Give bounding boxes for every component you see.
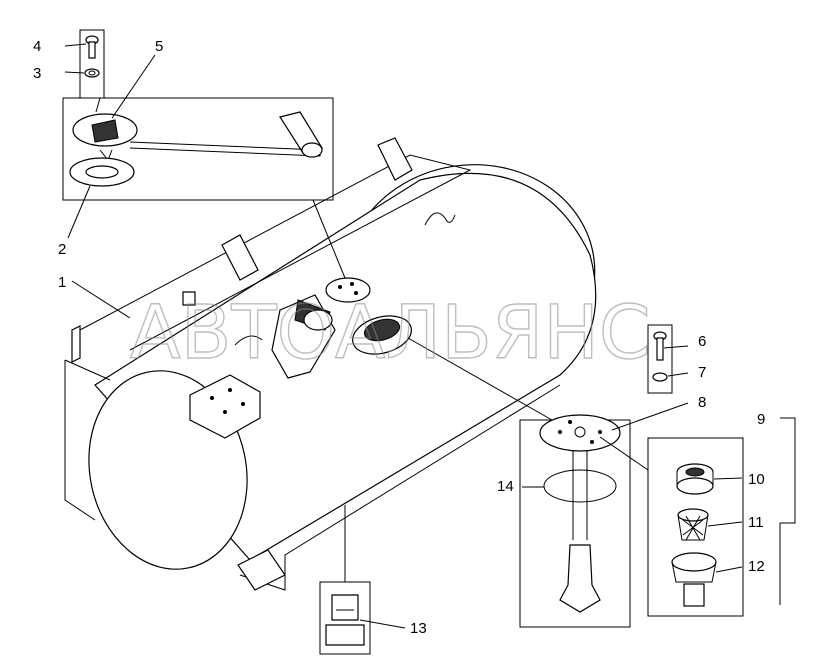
callout-13: 13 [410, 620, 427, 637]
callout-14: 14 [497, 478, 514, 495]
gasket [69, 157, 135, 187]
callout-8: 8 [698, 394, 706, 411]
filler-neck [271, 294, 336, 379]
gauge-flange [325, 277, 371, 303]
level-gauge-box [62, 97, 334, 201]
callout-3: 3 [33, 65, 41, 82]
callout-4: 4 [33, 38, 41, 55]
callout-11: 11 [748, 514, 764, 531]
filter-mesh [677, 508, 709, 541]
callout-9: 9 [757, 411, 765, 428]
callout-7: 7 [698, 364, 706, 381]
bolt-box [79, 29, 105, 99]
o-ring [543, 469, 617, 503]
filter-ring [676, 463, 714, 495]
callout-2: 2 [58, 241, 66, 258]
washer [84, 68, 100, 78]
drain-plug [325, 594, 365, 646]
sensor-washer [652, 372, 668, 382]
intake-flange [539, 414, 621, 452]
callout-1: 1 [58, 274, 66, 291]
tank-flange [352, 315, 412, 355]
bolt [85, 35, 99, 59]
level-gauge [72, 111, 323, 161]
filter-cup [671, 552, 717, 607]
callouts: 1 2 3 4 5 6 7 8 9 10 11 12 13 14 [33, 38, 765, 637]
sensor-bolt-box [647, 324, 673, 394]
sensor-bolt [653, 331, 667, 361]
watermark: АВТОАЛЬЯНС [130, 290, 651, 376]
callout-10: 10 [748, 471, 765, 488]
callout-5: 5 [155, 38, 163, 55]
filter-box [647, 437, 744, 617]
leader-lines [64, 43, 796, 629]
callout-6: 6 [698, 333, 706, 350]
callout-12: 12 [748, 558, 765, 575]
